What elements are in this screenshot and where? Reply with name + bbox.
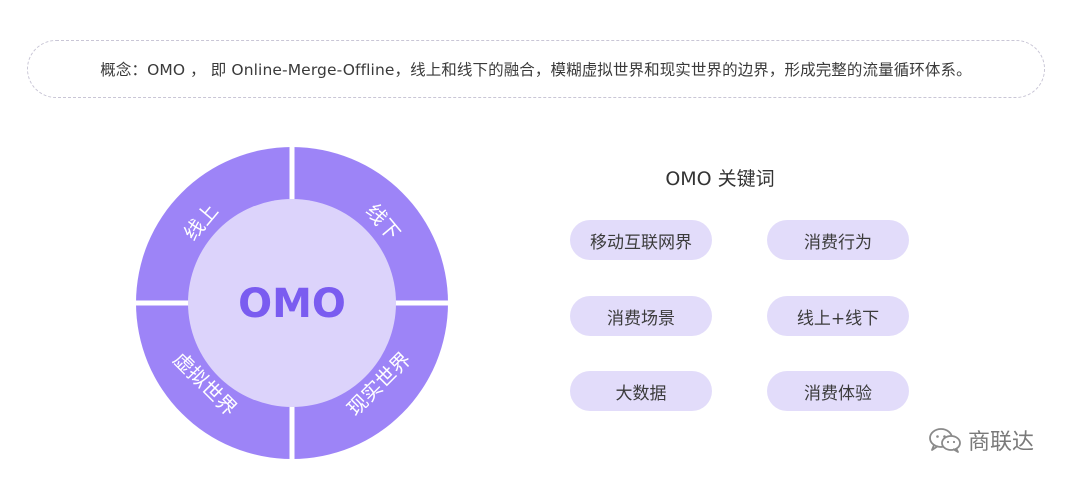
keywords-title: OMO 关键词 xyxy=(665,168,775,190)
inner-circle xyxy=(188,199,396,407)
wechat-icon xyxy=(929,428,961,453)
keyword-pill: 消费行为 xyxy=(767,220,909,260)
keyword-pill: 消费体验 xyxy=(767,371,909,411)
omo-ring-diagram: OMO 线上 线下 虚拟世界 现实世界 xyxy=(134,145,450,461)
keyword-pill: 大数据 xyxy=(570,371,712,411)
center-label: OMO xyxy=(238,281,346,327)
keyword-pill: 消费场景 xyxy=(570,296,712,336)
concept-box: 概念：OMO ， 即 Online-Merge-Offline，线上和线下的融合… xyxy=(27,40,1045,98)
keyword-pill: 线上+线下 xyxy=(767,296,909,336)
watermark: 商联达 xyxy=(928,424,1034,456)
watermark-text: 商联达 xyxy=(968,430,1035,455)
concept-text: 概念：OMO ， 即 Online-Merge-Offline，线上和线下的融合… xyxy=(100,61,972,79)
keyword-pill: 移动互联网界 xyxy=(570,220,712,260)
